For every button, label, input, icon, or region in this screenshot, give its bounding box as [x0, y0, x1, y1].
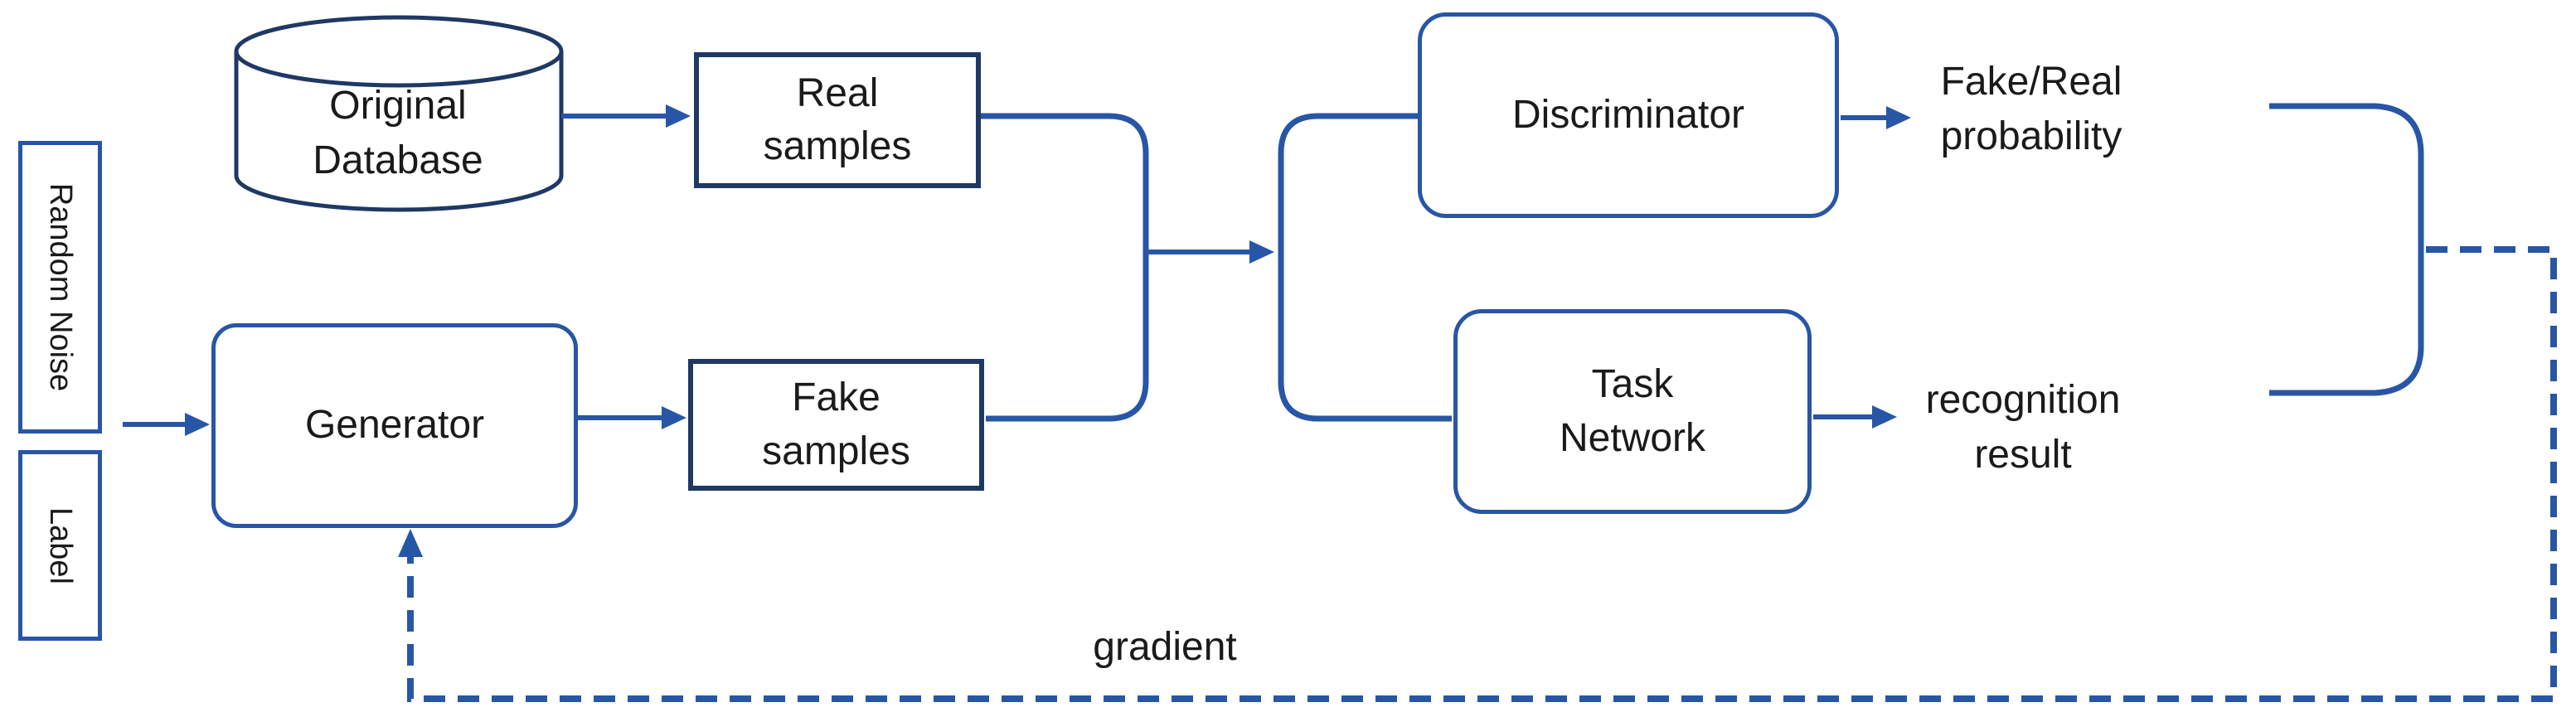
generator-label: Generator [304, 403, 485, 448]
arrow-discriminator-to-probability [1841, 106, 1911, 129]
arrow-database-to-real-samples [561, 104, 691, 128]
gradient-feedback-arrowhead [398, 529, 423, 557]
arrow-inputs-to-generator [123, 413, 210, 436]
merge-bracket [981, 113, 1149, 422]
real-samples-label: Real samples [763, 70, 912, 168]
arrow-task-to-result [1813, 405, 1897, 429]
database-cylinder-icon [234, 15, 564, 212]
gradient-feedback-dashed-line [398, 246, 2557, 702]
node-fake-samples: Fake samples [688, 359, 984, 491]
arrow-generator-to-fake-samples [578, 406, 686, 429]
task-network-label: Task Network [1559, 362, 1706, 460]
node-random-noise: Random Noise [18, 141, 102, 434]
recognition-result-label: recognition result [1925, 378, 2121, 477]
original-database-label: Original Database [313, 84, 483, 183]
node-task-network: Task Network [1453, 309, 1812, 514]
node-generator: Generator [211, 323, 578, 528]
node-label: Label [18, 450, 102, 641]
discriminator-label: Discriminator [1511, 92, 1745, 137]
random-noise-label: Random Noise [43, 182, 78, 392]
label-input-label: Label [43, 506, 79, 584]
split-bracket [1278, 113, 1452, 422]
node-real-samples: Real samples [694, 52, 981, 188]
gradient-label: gradient [1093, 625, 1237, 669]
fake-samples-label: Fake samples [762, 375, 910, 473]
fake-real-probability-label: Fake/Real probability [1940, 60, 2122, 159]
arrow-merge-to-split [1147, 240, 1274, 264]
output-bracket [2269, 103, 2424, 396]
node-discriminator: Discriminator [1418, 12, 1839, 218]
